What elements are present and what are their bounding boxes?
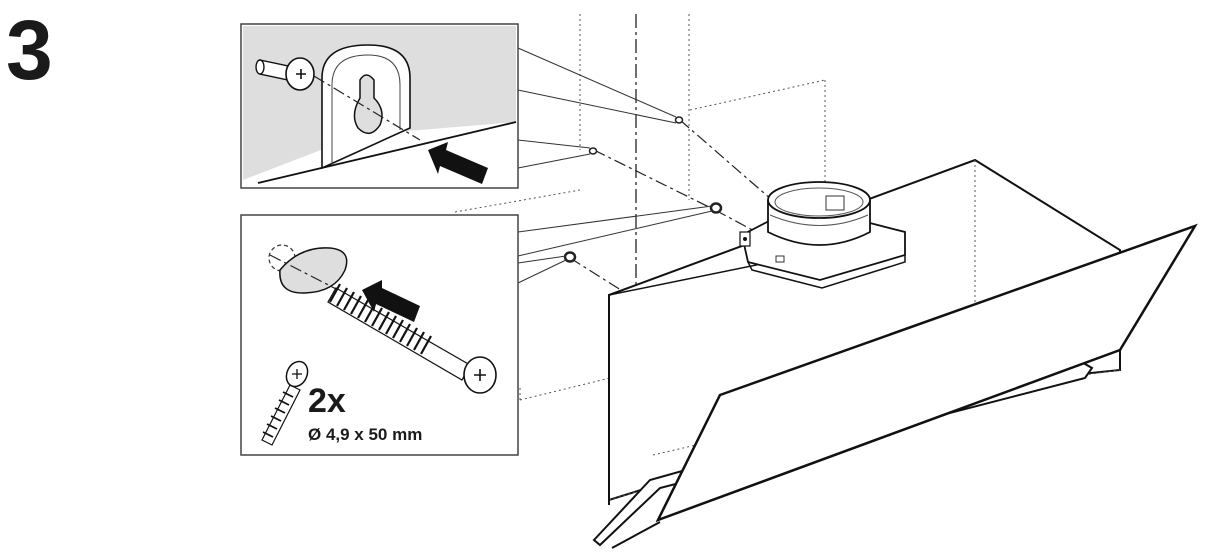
direction-arrow-icon	[362, 280, 420, 322]
wall-screw-icon	[255, 57, 315, 91]
mounting-holes	[563, 116, 723, 263]
step-number: 3	[6, 3, 53, 97]
screw-spec: Ø 4,9 x 50 mm	[308, 425, 422, 444]
cooker-hood	[592, 158, 1198, 549]
callout-leaders	[517, 47, 713, 284]
screw-quantity: 2x	[308, 382, 346, 420]
screw-quantity-icon	[261, 360, 309, 446]
long-screw-icon	[327, 283, 497, 394]
direction-arrow-icon	[428, 142, 488, 184]
detail-panel-keyhole	[240, 23, 519, 189]
detail-panel-screw: 2x Ø 4,9 x 50 mm	[240, 214, 519, 456]
wall-guides	[454, 14, 826, 401]
